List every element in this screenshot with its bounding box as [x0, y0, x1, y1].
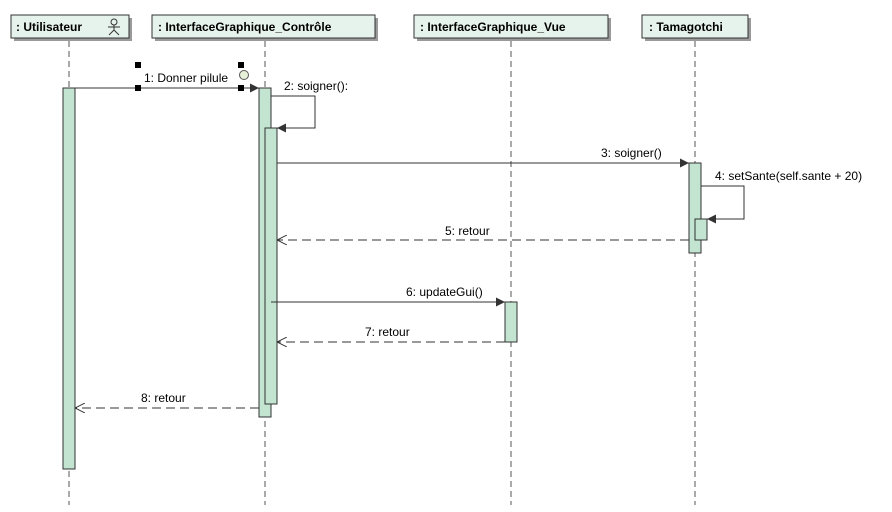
activation-bars [62, 87, 708, 470]
message-2[interactable]: 2: soigner(): [271, 79, 348, 133]
lifeline-header-controle[interactable]: : InterfaceGraphique_Contrôle [151, 14, 378, 41]
lifeline-header-tamagotchi[interactable]: : Tamagotchi [641, 14, 751, 41]
lifeline-header-vue[interactable]: : InterfaceGraphique_Vue [413, 14, 611, 41]
activation-controle-inner[interactable] [264, 127, 278, 405]
lifeline-label-vue: : InterfaceGraphique_Vue [420, 20, 566, 34]
message-3[interactable]: 3: soigner() [277, 146, 689, 168]
message-4[interactable]: 4: setSante(self.sante + 20) [701, 169, 862, 224]
lifeline-label-tamagotchi: : Tamagotchi [649, 20, 723, 34]
message-label: 7: retour [365, 325, 410, 339]
message-label: 4: setSante(self.sante + 20) [715, 169, 862, 183]
drag-handle-icon[interactable] [239, 70, 249, 80]
message-5[interactable]: 5: retour [277, 224, 689, 240]
activation-vue[interactable] [504, 301, 518, 343]
message-label: 2: soigner(): [284, 79, 348, 93]
lifeline-lines [68, 41, 696, 505]
message-6[interactable]: 6: updateGui() [271, 285, 505, 307]
message-label: 8: retour [141, 391, 186, 405]
lifeline-label-controle: : InterfaceGraphique_Contrôle [158, 20, 332, 34]
message-label: 1: Donner pilule [144, 71, 228, 85]
message-label: 3: soigner() [601, 146, 662, 160]
message-1[interactable]: 1: Donner pilule [75, 71, 259, 93]
selection-handles[interactable] [135, 62, 249, 91]
message-7[interactable]: 7: retour [277, 325, 505, 342]
lifeline-header-utilisateur[interactable]: : Utilisateur [10, 14, 132, 41]
activation-utilisateur[interactable] [62, 87, 76, 470]
message-label: 6: updateGui() [406, 285, 483, 299]
message-label: 5: retour [445, 224, 490, 238]
actor-icon [108, 18, 120, 36]
activation-tamagotchi-inner[interactable] [694, 218, 708, 241]
message-8[interactable]: 8: retour [75, 391, 259, 408]
lifeline-label-utilisateur: : Utilisateur [16, 20, 82, 34]
